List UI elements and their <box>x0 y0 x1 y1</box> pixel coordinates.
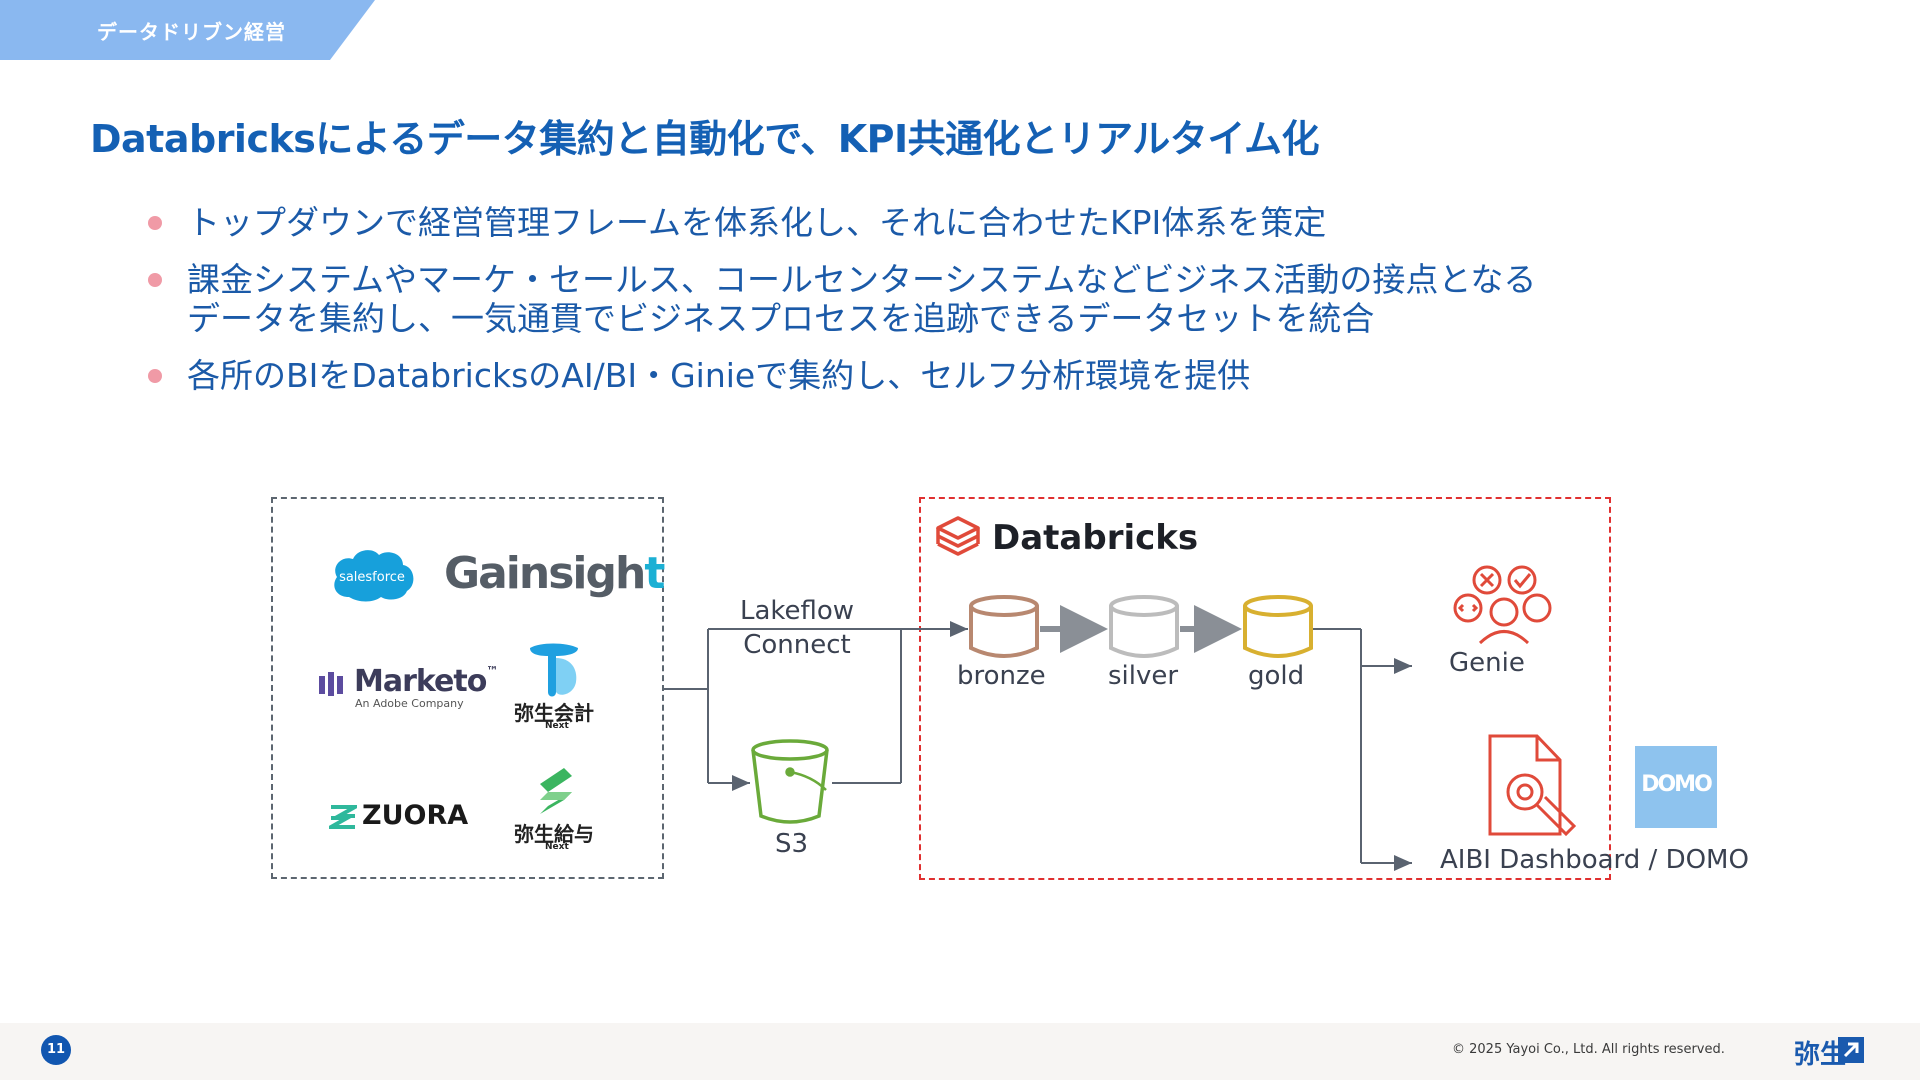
bullet-list: トップダウンで経営管理フレームを体系化し、それに合わせたKPI体系を策定 課金シ… <box>145 203 1536 413</box>
yayoi-brand-logo: 弥生 <box>1794 1040 1847 1070</box>
marketo-wordmark: Marketo <box>354 664 487 699</box>
zuora-wordmark: ZUORA <box>362 800 469 831</box>
page-number-badge: 11 <box>41 1035 71 1065</box>
yayoi-kyuyo-wordmark: 弥生給与 <box>514 822 594 846</box>
section-tab: データドリブン経営 <box>0 0 375 60</box>
source-systems-box <box>271 497 664 879</box>
databricks-box <box>919 497 1611 880</box>
marketo-logo: Marketo™ <box>354 664 498 699</box>
dashboard-label: AIBI Dashboard / DOMO <box>1440 845 1749 875</box>
bullet-item: 課金システムやマーケ・セールス、コールセンターシステムなどビジネス活動の接点とな… <box>145 260 1536 338</box>
bullet-dot-icon <box>148 216 162 230</box>
lakeflow-line-1: Lakeflow <box>739 596 855 626</box>
gold-label: gold <box>1248 661 1305 691</box>
salesforce-wordmark: salesforce <box>339 570 405 585</box>
marketo-bars-icon <box>319 672 343 696</box>
lakeflow-line-2: Connect <box>743 630 851 660</box>
yayoi-kaikei-next-label: Next <box>545 721 569 731</box>
yayoi-kaikei-icon <box>530 643 578 697</box>
footer-bar <box>0 1023 1920 1080</box>
gainsight-wordmark-accent: t <box>644 548 665 599</box>
yayoi-kaikei-wordmark: 弥生会計 <box>514 701 594 725</box>
bullet-item: トップダウンで経営管理フレームを体系化し、それに合わせたKPI体系を策定 <box>145 203 1536 242</box>
gainsight-logo: Gainsight <box>444 548 665 599</box>
copyright-text: © 2025 Yayoi Co., Ltd. All rights reserv… <box>1452 1042 1725 1057</box>
bullet-text: 各所のBIをDatabricksのAI/BI・Ginieで集約し、セルフ分析環境… <box>187 356 1251 395</box>
marketo-tm: ™ <box>486 664 498 678</box>
databricks-title: Databricks <box>992 518 1199 558</box>
lakeflow-connect-label: Lakeflow Connect <box>738 594 856 662</box>
bullet-item: 各所のBIをDatabricksのAI/BI・Ginieで集約し、セルフ分析環境… <box>145 356 1536 395</box>
marketo-tagline: An Adobe Company <box>355 697 464 710</box>
domo-wordmark: DOMO <box>1641 772 1713 797</box>
bullet-dot-icon <box>148 369 162 383</box>
page-title: Databricksによるデータ集約と自動化で、KPI共通化とリアルタイム化 <box>90 117 1320 161</box>
yayoi-brand-arrow-icon <box>1838 1037 1864 1063</box>
bronze-label: bronze <box>957 661 1046 691</box>
bullet-text: 課金システムやマーケ・セールス、コールセンターシステムなどビジネス活動の接点とな… <box>187 260 1537 299</box>
silver-label: silver <box>1108 661 1179 691</box>
bullet-text: トップダウンで経営管理フレームを体系化し、それに合わせたKPI体系を策定 <box>187 203 1327 242</box>
bullet-text: データを集約し、一気通貫でビジネスプロセスを追跡できるデータセットを統合 <box>187 299 1375 338</box>
s3-bucket-icon <box>751 739 829 824</box>
yayoi-kyuyo-icon <box>540 768 572 814</box>
gainsight-wordmark: Gainsigh <box>444 548 646 599</box>
salesforce-logo-icon: salesforce <box>334 550 414 602</box>
s3-label: S3 <box>775 829 809 859</box>
zuora-mark-icon <box>329 805 357 829</box>
genie-label: Genie <box>1449 648 1525 678</box>
section-tab-label: データドリブン経営 <box>97 20 286 44</box>
domo-logo: DOMO <box>1635 746 1717 828</box>
bullet-dot-icon <box>148 273 162 287</box>
yayoi-kyuyo-next-label: Next <box>545 842 569 852</box>
